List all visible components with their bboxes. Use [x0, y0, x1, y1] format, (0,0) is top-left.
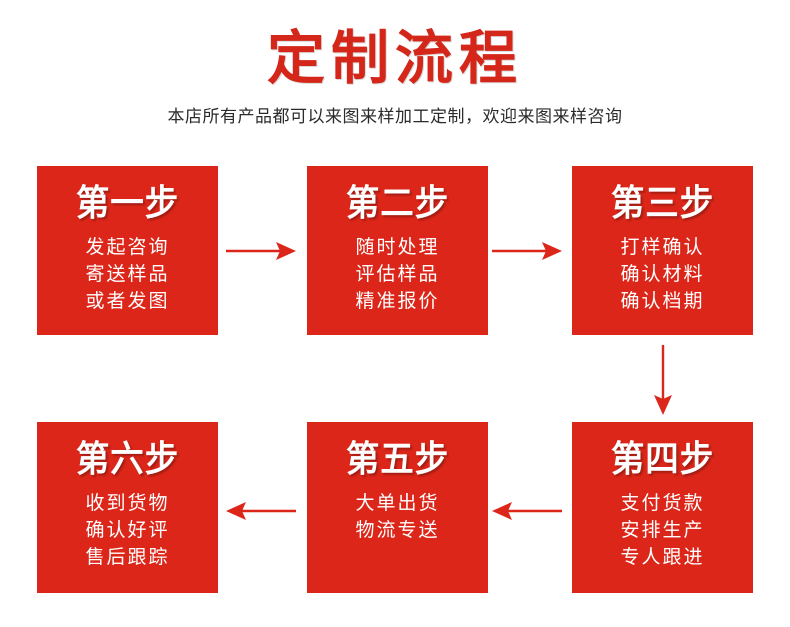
step-5-lines: 大单出货 物流专送 — [307, 482, 488, 544]
step-4-lines: 支付货款 安排生产 专人跟进 — [572, 482, 753, 571]
step-box-5: 第五步 大单出货 物流专送 — [307, 422, 488, 593]
step-6-line-1: 收到货物 — [85, 493, 170, 514]
page-title: 定制流程 — [266, 24, 523, 92]
step-6-line-3: 售后跟踪 — [85, 547, 170, 568]
step-4-line-1: 支付货款 — [620, 493, 705, 514]
step-3-line-3: 确认档期 — [620, 291, 705, 312]
step-5-line-1: 大单出货 — [355, 493, 440, 514]
step-3-line-2: 确认材料 — [620, 264, 705, 285]
step-4-heading: 第四步 — [610, 439, 715, 480]
arrow-down-icon — [650, 345, 676, 415]
header: 定制流程 本店所有产品都可以来图来样加工定制，欢迎来图来样咨询 — [0, 0, 790, 128]
step-1-line-3: 或者发图 — [85, 291, 170, 312]
step-5-heading: 第五步 — [345, 439, 450, 480]
step-2-line-3: 精准报价 — [355, 291, 440, 312]
step-1-heading: 第一步 — [75, 183, 180, 224]
page-subtitle: 本店所有产品都可以来图来样加工定制，欢迎来图来样咨询 — [167, 107, 623, 126]
step-1-line-1: 发起咨询 — [85, 237, 170, 258]
arrow-left-icon — [226, 498, 296, 524]
step-box-6: 第六步 收到货物 确认好评 售后跟踪 — [37, 422, 218, 593]
step-6-lines: 收到货物 确认好评 售后跟踪 — [37, 482, 218, 571]
step-2-line-1: 随时处理 — [355, 237, 440, 258]
step-2-lines: 随时处理 评估样品 精准报价 — [307, 226, 488, 315]
step-3-line-1: 打样确认 — [620, 237, 705, 258]
step-box-1: 第一步 发起咨询 寄送样品 或者发图 — [37, 166, 218, 335]
arrow-left-icon — [492, 498, 562, 524]
arrow-right-icon — [492, 238, 562, 264]
step-4-line-3: 专人跟进 — [620, 547, 705, 568]
step-1-lines: 发起咨询 寄送样品 或者发图 — [37, 226, 218, 315]
step-3-heading: 第三步 — [610, 183, 715, 224]
step-box-4: 第四步 支付货款 安排生产 专人跟进 — [572, 422, 753, 593]
step-2-line-2: 评估样品 — [355, 264, 440, 285]
step-6-heading: 第六步 — [75, 439, 180, 480]
step-3-lines: 打样确认 确认材料 确认档期 — [572, 226, 753, 315]
step-2-heading: 第二步 — [345, 183, 450, 224]
arrow-right-icon — [226, 238, 296, 264]
step-4-line-2: 安排生产 — [620, 520, 705, 541]
step-1-line-2: 寄送样品 — [85, 264, 170, 285]
step-box-3: 第三步 打样确认 确认材料 确认档期 — [572, 166, 753, 335]
step-box-2: 第二步 随时处理 评估样品 精准报价 — [307, 166, 488, 335]
step-6-line-2: 确认好评 — [85, 520, 170, 541]
step-5-line-2: 物流专送 — [355, 520, 440, 541]
